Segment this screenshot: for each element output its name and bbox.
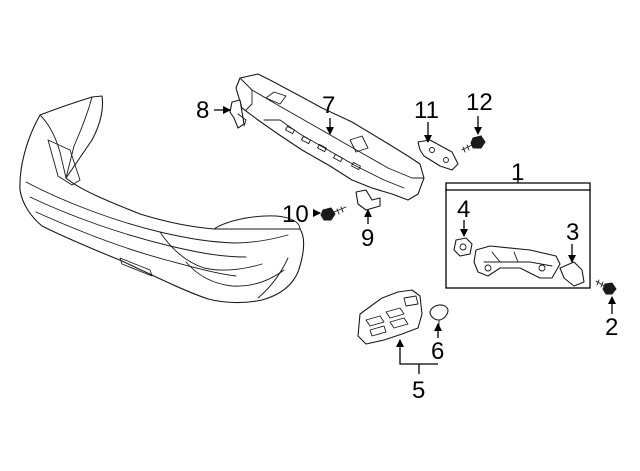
callout-8: 8 — [196, 97, 209, 124]
callout-5: 5 — [412, 377, 425, 404]
callout-4: 4 — [457, 196, 470, 223]
callout-11: 11 — [414, 97, 439, 124]
bolt-10 — [320, 206, 347, 221]
callout-2: 2 — [605, 314, 618, 341]
clip-9 — [355, 189, 381, 211]
clip-6 — [429, 304, 449, 327]
callout-9: 9 — [361, 225, 374, 252]
lower-insulator — [357, 289, 423, 345]
leader-5-left — [399, 346, 438, 365]
callout-labels: 8 7 11 12 1 4 3 2 10 9 6 5 — [196, 89, 618, 404]
nut-4 — [453, 237, 473, 257]
bolt-12 — [461, 135, 486, 153]
callout-1: 1 — [511, 159, 524, 186]
small-bracket-3 — [559, 261, 585, 287]
callout-10: 10 — [282, 201, 309, 228]
side-support-bracket — [473, 245, 561, 279]
callout-3: 3 — [566, 219, 579, 246]
assembly-1-frame — [445, 189, 591, 289]
callout-6: 6 — [431, 338, 444, 365]
callout-12: 12 — [466, 89, 493, 116]
callout-7: 7 — [322, 92, 335, 119]
bumper-absorber — [235, 73, 425, 201]
leader-lines — [214, 106, 616, 374]
mounting-bracket — [417, 139, 459, 171]
bumper-cover — [19, 95, 305, 304]
bolt-2 — [595, 279, 617, 295]
